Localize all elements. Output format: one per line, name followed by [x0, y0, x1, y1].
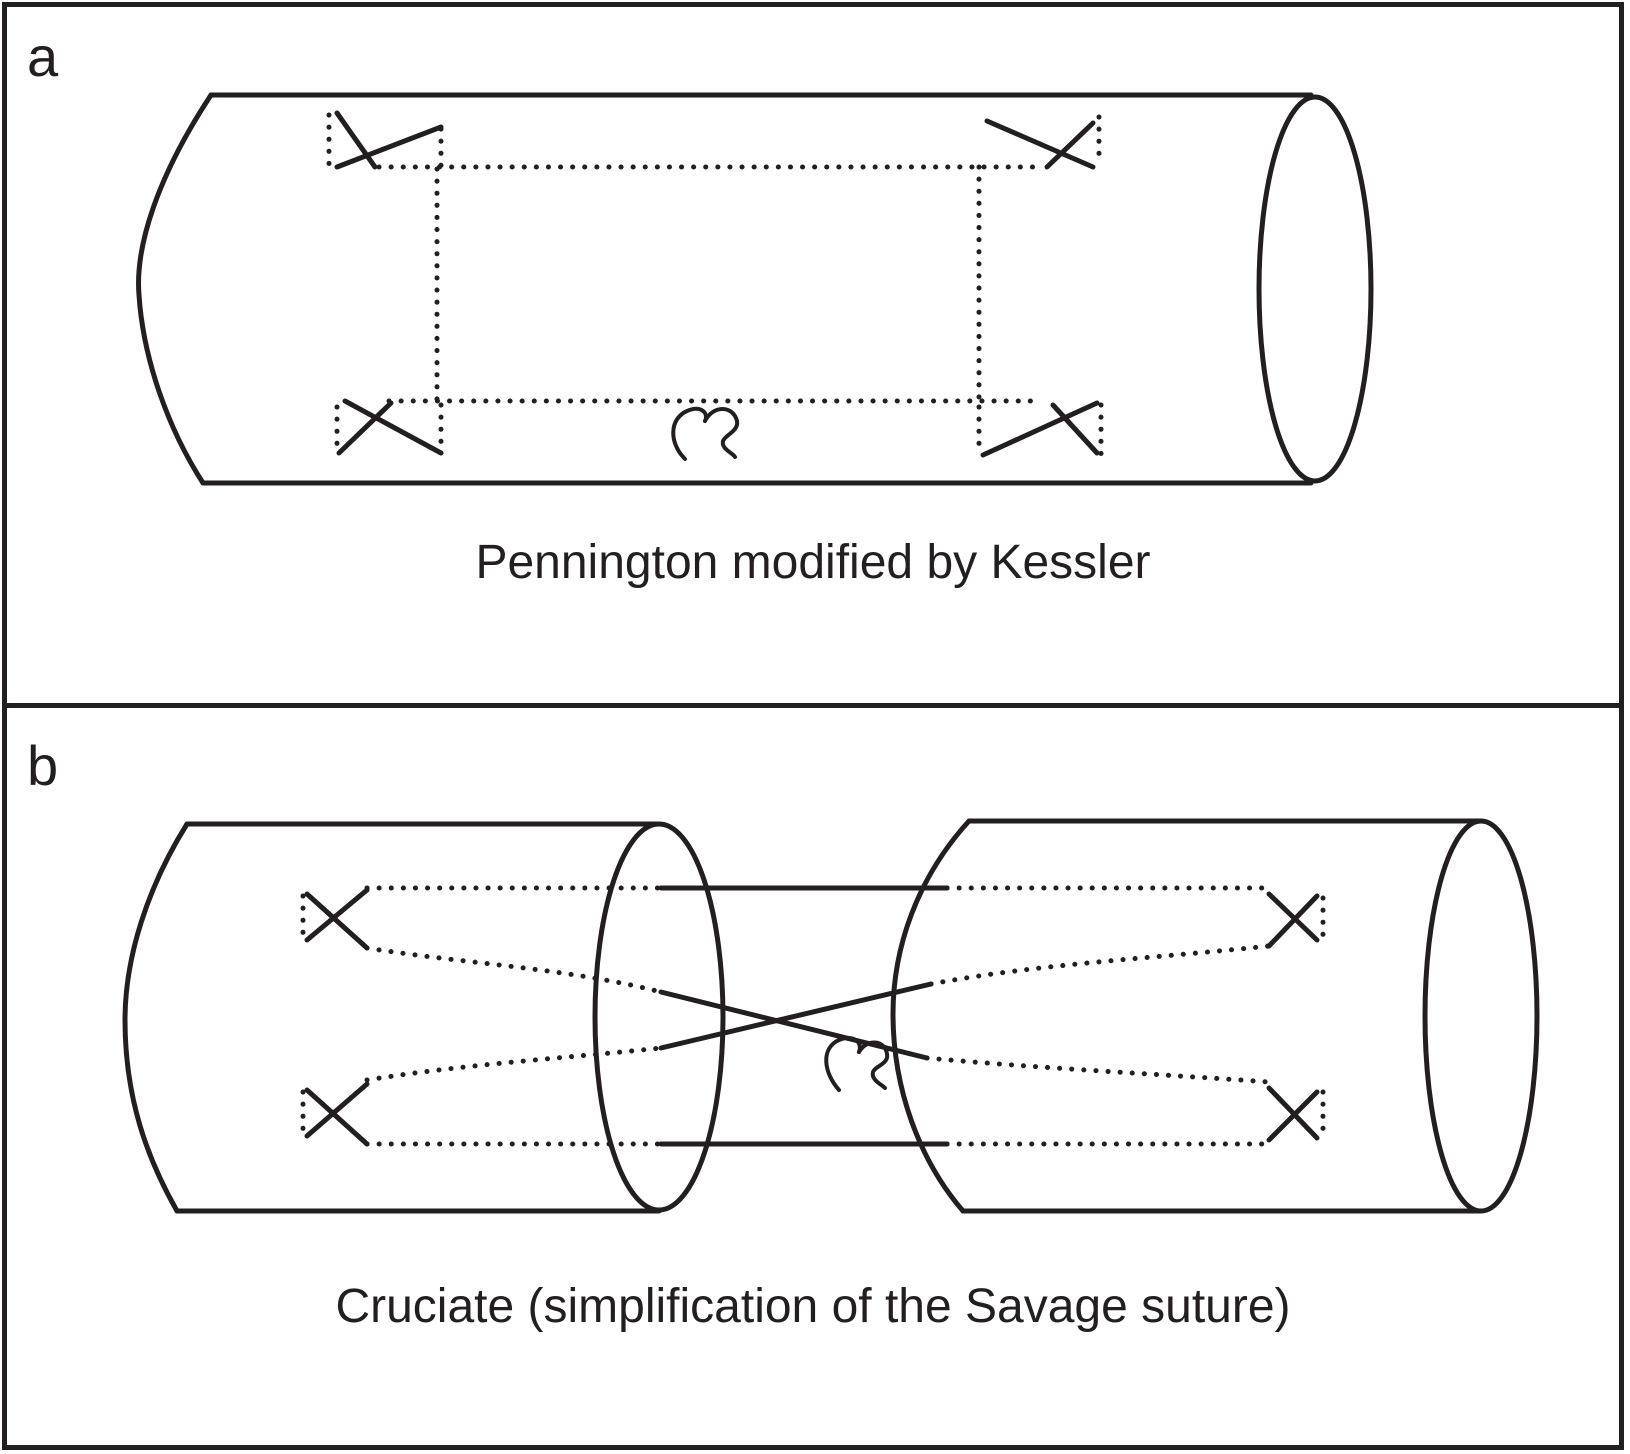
suture-knot-a: [671, 406, 740, 461]
tendon-cylinder-a: [136, 92, 1374, 486]
cruciate-suture-diagram: [122, 818, 1540, 1214]
caption-b: Cruciate (simplification of the Savage s…: [335, 1280, 1291, 1333]
locking-cross-left-top: [300, 887, 370, 951]
tendon-stump-right: [890, 818, 1540, 1214]
panel-label-a: a: [27, 25, 59, 88]
suture-knot-b: [824, 1035, 890, 1092]
locking-loop-top-left: [326, 110, 444, 170]
pennington-kessler-diagram: [136, 92, 1374, 486]
panel-b: b: [2, 703, 1624, 1450]
locking-cross-left-bottom: [300, 1081, 370, 1147]
panel-a: a: [2, 2, 1624, 708]
gap-suture-solid: [658, 885, 950, 1147]
intratendinous-suture-dotted: [364, 885, 1272, 1147]
panel-label-b: b: [27, 734, 59, 797]
locking-loop-bottom-left: [334, 398, 444, 456]
core-suture-dotted: [376, 164, 1040, 404]
caption-a: Pennington modified by Kessler: [475, 536, 1151, 589]
tendon-stump-left: [122, 821, 726, 1214]
locking-loop-bottom-right: [976, 400, 1104, 460]
locking-cross-right-top: [1266, 891, 1326, 949]
locking-loop-top-right: [984, 114, 1102, 170]
locking-cross-right-bottom: [1266, 1085, 1326, 1143]
